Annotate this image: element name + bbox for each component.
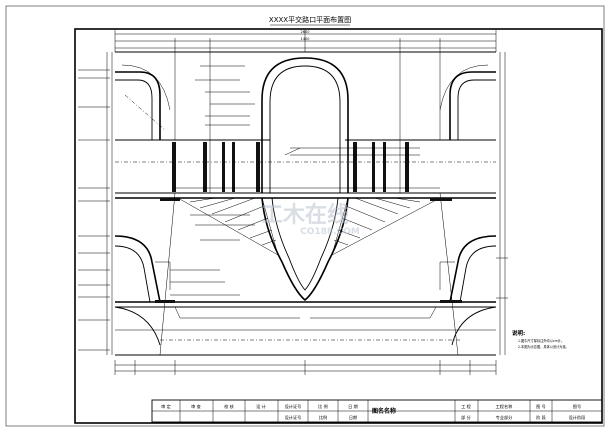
notes-line-2: 2.本图为示意图，具体以设计为准。	[518, 344, 569, 349]
tb-project-value: 工程名称	[496, 403, 513, 410]
drawing-title: XXXX平交路口平面布置图	[269, 15, 351, 24]
central-loop-top	[261, 57, 349, 193]
stop-lines	[155, 142, 462, 303]
junction-dimensions	[175, 147, 440, 189]
tb-part-value: 专业部分	[496, 414, 514, 421]
tb-stage-label: 阶 段	[536, 414, 547, 421]
tb-stage-value: 设计阶段	[569, 414, 587, 421]
left-stations	[78, 52, 113, 355]
title-block: 审 定 审 查 校 核 设 计 设计证号 比 例 日 期 设计证号 比例 日期 …	[151, 399, 603, 423]
cross-roads	[159, 52, 459, 356]
outer-frame	[5, 5, 605, 427]
right-stations	[496, 52, 508, 355]
dim-label-sub: 1400	[301, 37, 310, 41]
tb-cert-value: 设计证号	[285, 414, 302, 421]
bottom-dimensions	[114, 360, 497, 375]
tb-scale-value: 比例	[319, 414, 327, 421]
watermark: 工木在线 CO188.COM	[261, 202, 360, 237]
corner-bottom-right	[439, 235, 497, 346]
tb-design-label: 设 计	[256, 403, 266, 410]
top-dimensions: 2600 1400	[114, 30, 497, 52]
tb-drawing-no-value: 图号	[573, 404, 581, 410]
corner-top-left	[115, 64, 171, 140]
corner-top-right	[439, 64, 496, 140]
tb-check-label: 校 核	[224, 403, 235, 410]
tb-date-value: 日期	[349, 415, 357, 421]
bottom-lanes	[160, 306, 460, 341]
inner-frame	[74, 28, 603, 424]
watermark-text: 工木在线	[261, 202, 349, 228]
corner-bottom-left	[114, 235, 171, 346]
watermark-subtext: CO188.COM	[300, 227, 360, 237]
hatched-zones	[177, 197, 441, 256]
tb-date-label: 日 期	[348, 404, 358, 410]
tb-drawing-name: 图名名称	[372, 407, 396, 415]
notes-block: 说明: 1.图中尺寸除标注外均以cm计。 2.本图为示意图，具体以设计为准。	[512, 329, 569, 349]
dim-label-top: 2600	[301, 30, 310, 34]
tb-approve-label: 审 定	[161, 403, 171, 410]
notes-line-1: 1.图中尺寸除标注外均以cm计。	[518, 338, 564, 343]
tb-part-label: 部 分	[461, 414, 472, 421]
annotation-leaders	[170, 65, 301, 296]
notes-heading: 说明:	[512, 329, 525, 337]
central-island-bottom	[261, 197, 349, 302]
tb-drawing-no-label: 图 号	[536, 404, 546, 410]
tb-review-label: 审 查	[191, 403, 202, 410]
tb-cert-label: 设计证号	[285, 403, 302, 410]
tb-scale-label: 比 例	[318, 403, 328, 410]
tb-project-label: 工 程	[461, 403, 472, 410]
